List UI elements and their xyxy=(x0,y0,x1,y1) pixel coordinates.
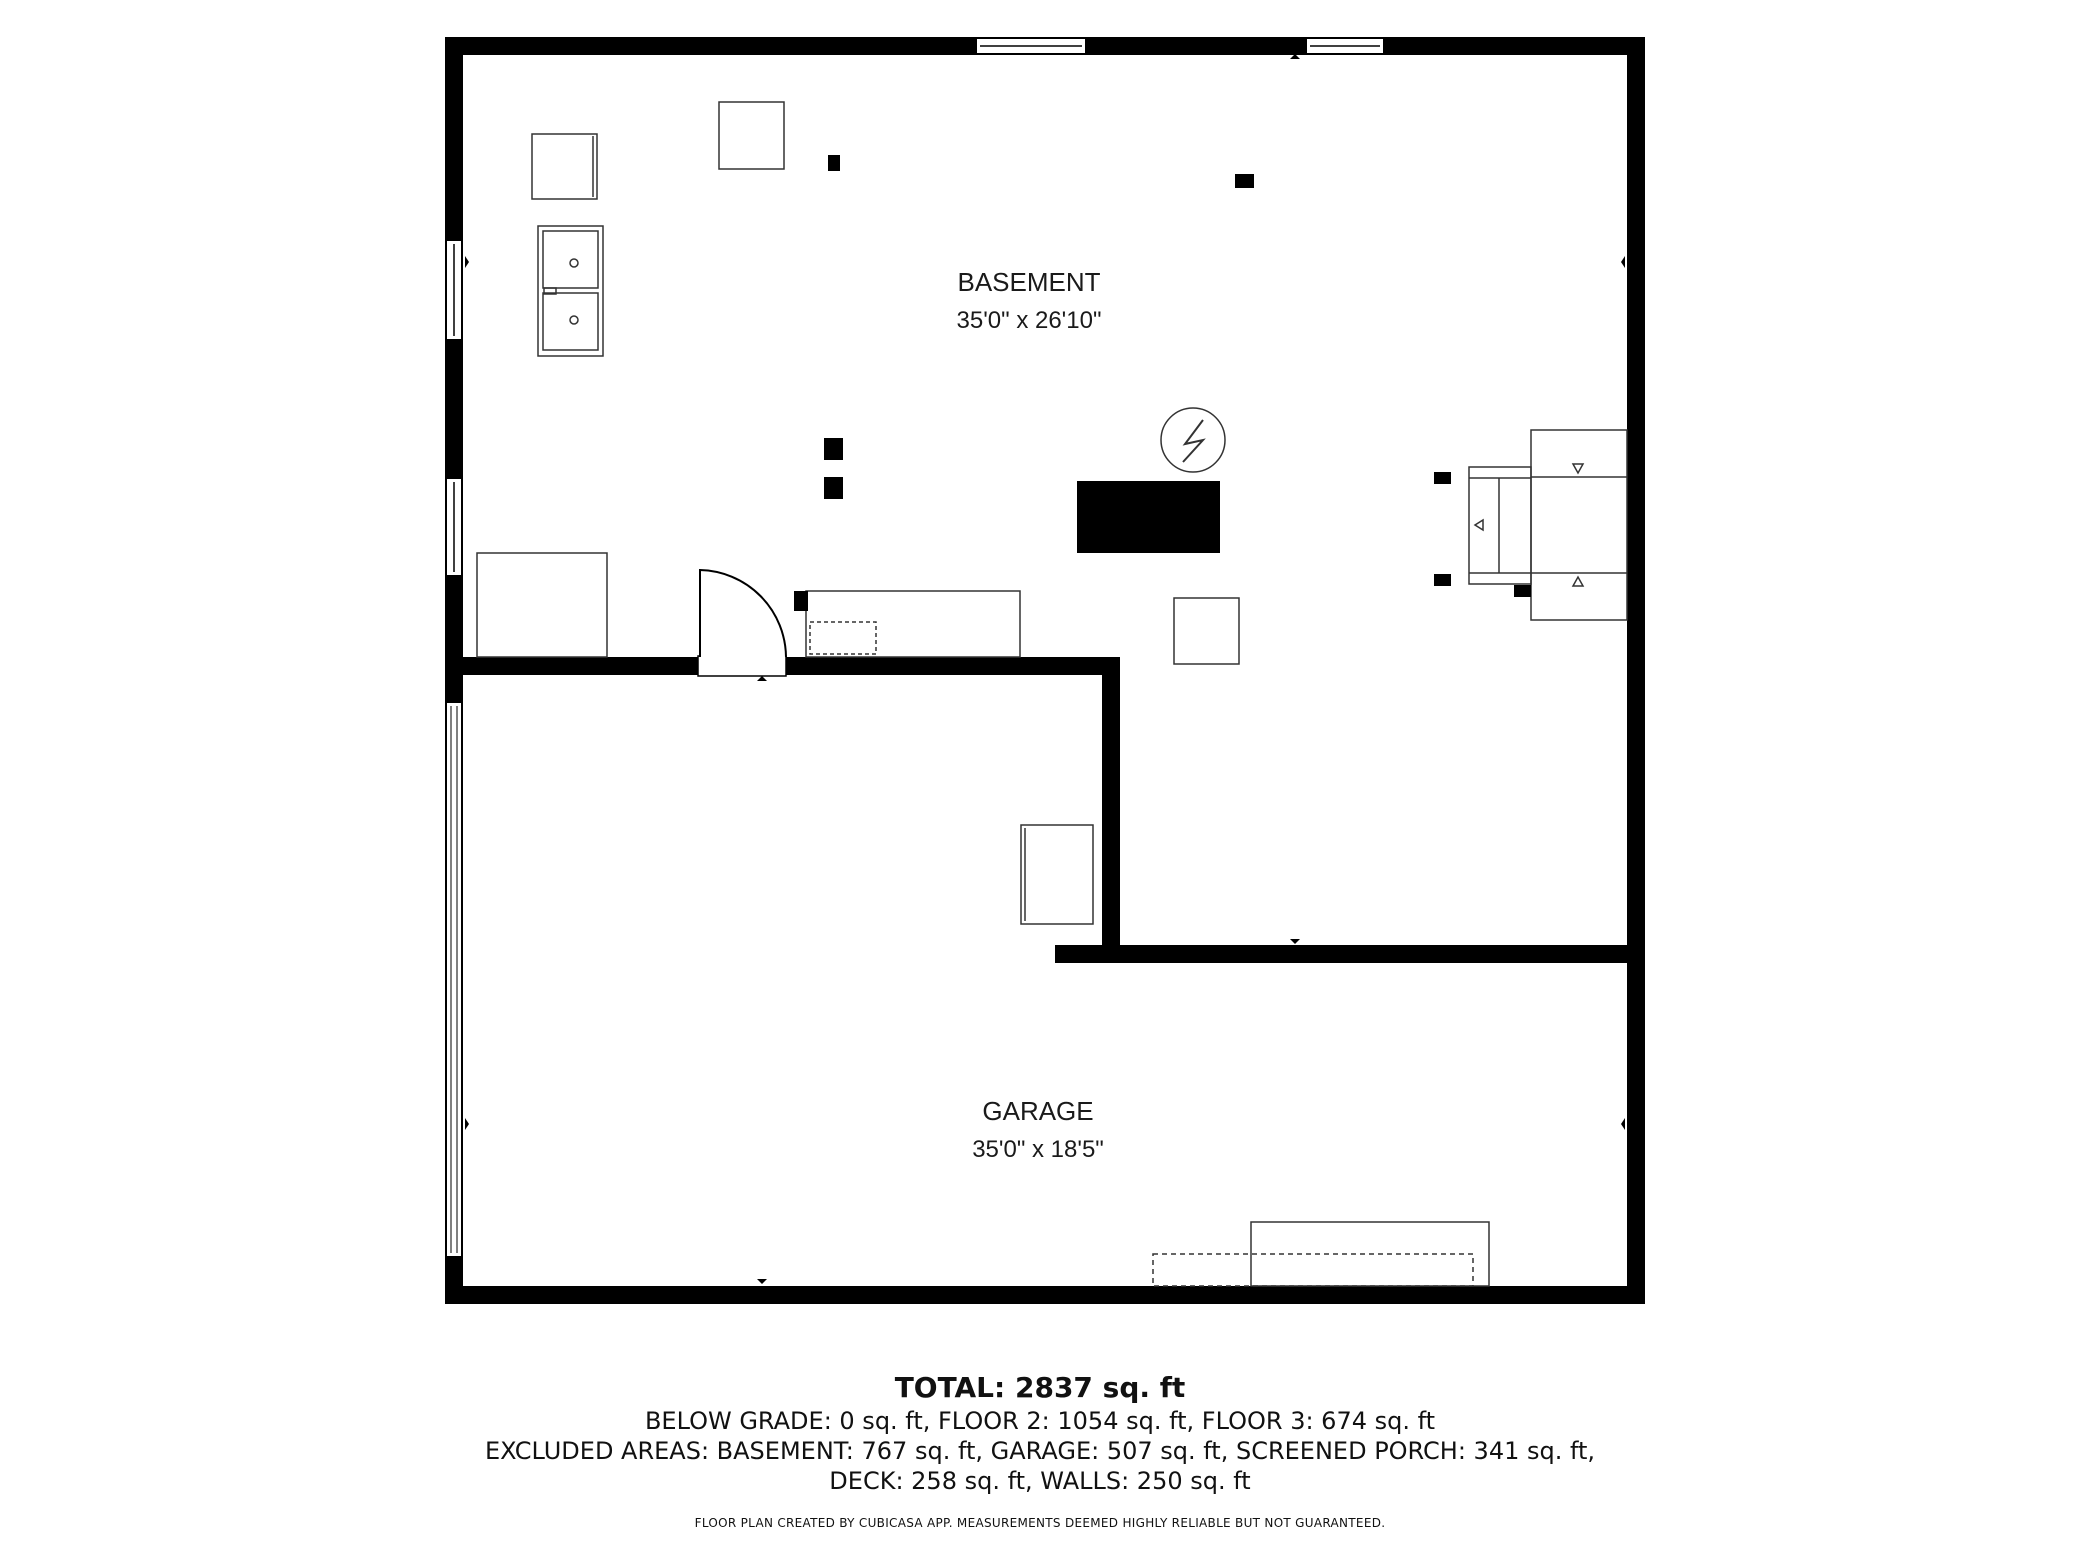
furnace xyxy=(1077,481,1220,553)
garage-door-opening xyxy=(445,701,463,1258)
staircase xyxy=(1468,429,1628,621)
door-swing xyxy=(699,568,787,658)
basement-fixtures xyxy=(476,101,1628,665)
door xyxy=(697,568,787,677)
double-sink-icon xyxy=(537,225,604,357)
basement-dimensions: 35'0" x 26'10" xyxy=(957,307,1102,334)
storage-box xyxy=(718,101,785,170)
lightning-bolt-icon xyxy=(1160,407,1226,473)
wall-garage-vertical xyxy=(1102,657,1120,952)
basement-label: BASEMENT xyxy=(957,267,1100,297)
area-breakdown-3: DECK: 258 sq. ft, WALLS: 250 sq. ft xyxy=(829,1467,1251,1495)
counter xyxy=(805,590,1021,658)
counter-dashed xyxy=(809,621,877,655)
cabinet-left xyxy=(476,552,608,658)
interior-walls xyxy=(445,657,1645,963)
garage-label: GARAGE xyxy=(982,1096,1093,1126)
garage-fixtures xyxy=(1020,824,1490,1287)
wall-right xyxy=(1627,37,1645,1304)
area-breakdown-2: EXCLUDED AREAS: BASEMENT: 767 sq. ft, GA… xyxy=(484,1437,1596,1465)
area-summary: TOTAL: 2837 sq. ft BELOW GRADE: 0 sq. ft… xyxy=(0,1370,2080,1530)
total-area: TOTAL: 2837 sq. ft xyxy=(894,1371,1186,1404)
garage-cabinet xyxy=(1020,824,1094,925)
wall-basement-garage-lower xyxy=(1055,945,1645,963)
wall-markers xyxy=(465,54,1625,1284)
wall-bottom xyxy=(445,1286,1645,1304)
posts xyxy=(794,155,1531,611)
windows xyxy=(445,37,1385,1258)
disclaimer: FLOOR PLAN CREATED BY CUBICASA APP. MEAS… xyxy=(694,1516,1386,1530)
garage-dimensions: 35'0" x 18'5" xyxy=(972,1136,1104,1163)
box-center xyxy=(1173,597,1240,665)
appliance-box xyxy=(531,133,598,200)
garage-bench-dashed xyxy=(1152,1253,1474,1287)
area-breakdown-1: BELOW GRADE: 0 sq. ft, FLOOR 2: 1054 sq.… xyxy=(644,1407,1436,1435)
